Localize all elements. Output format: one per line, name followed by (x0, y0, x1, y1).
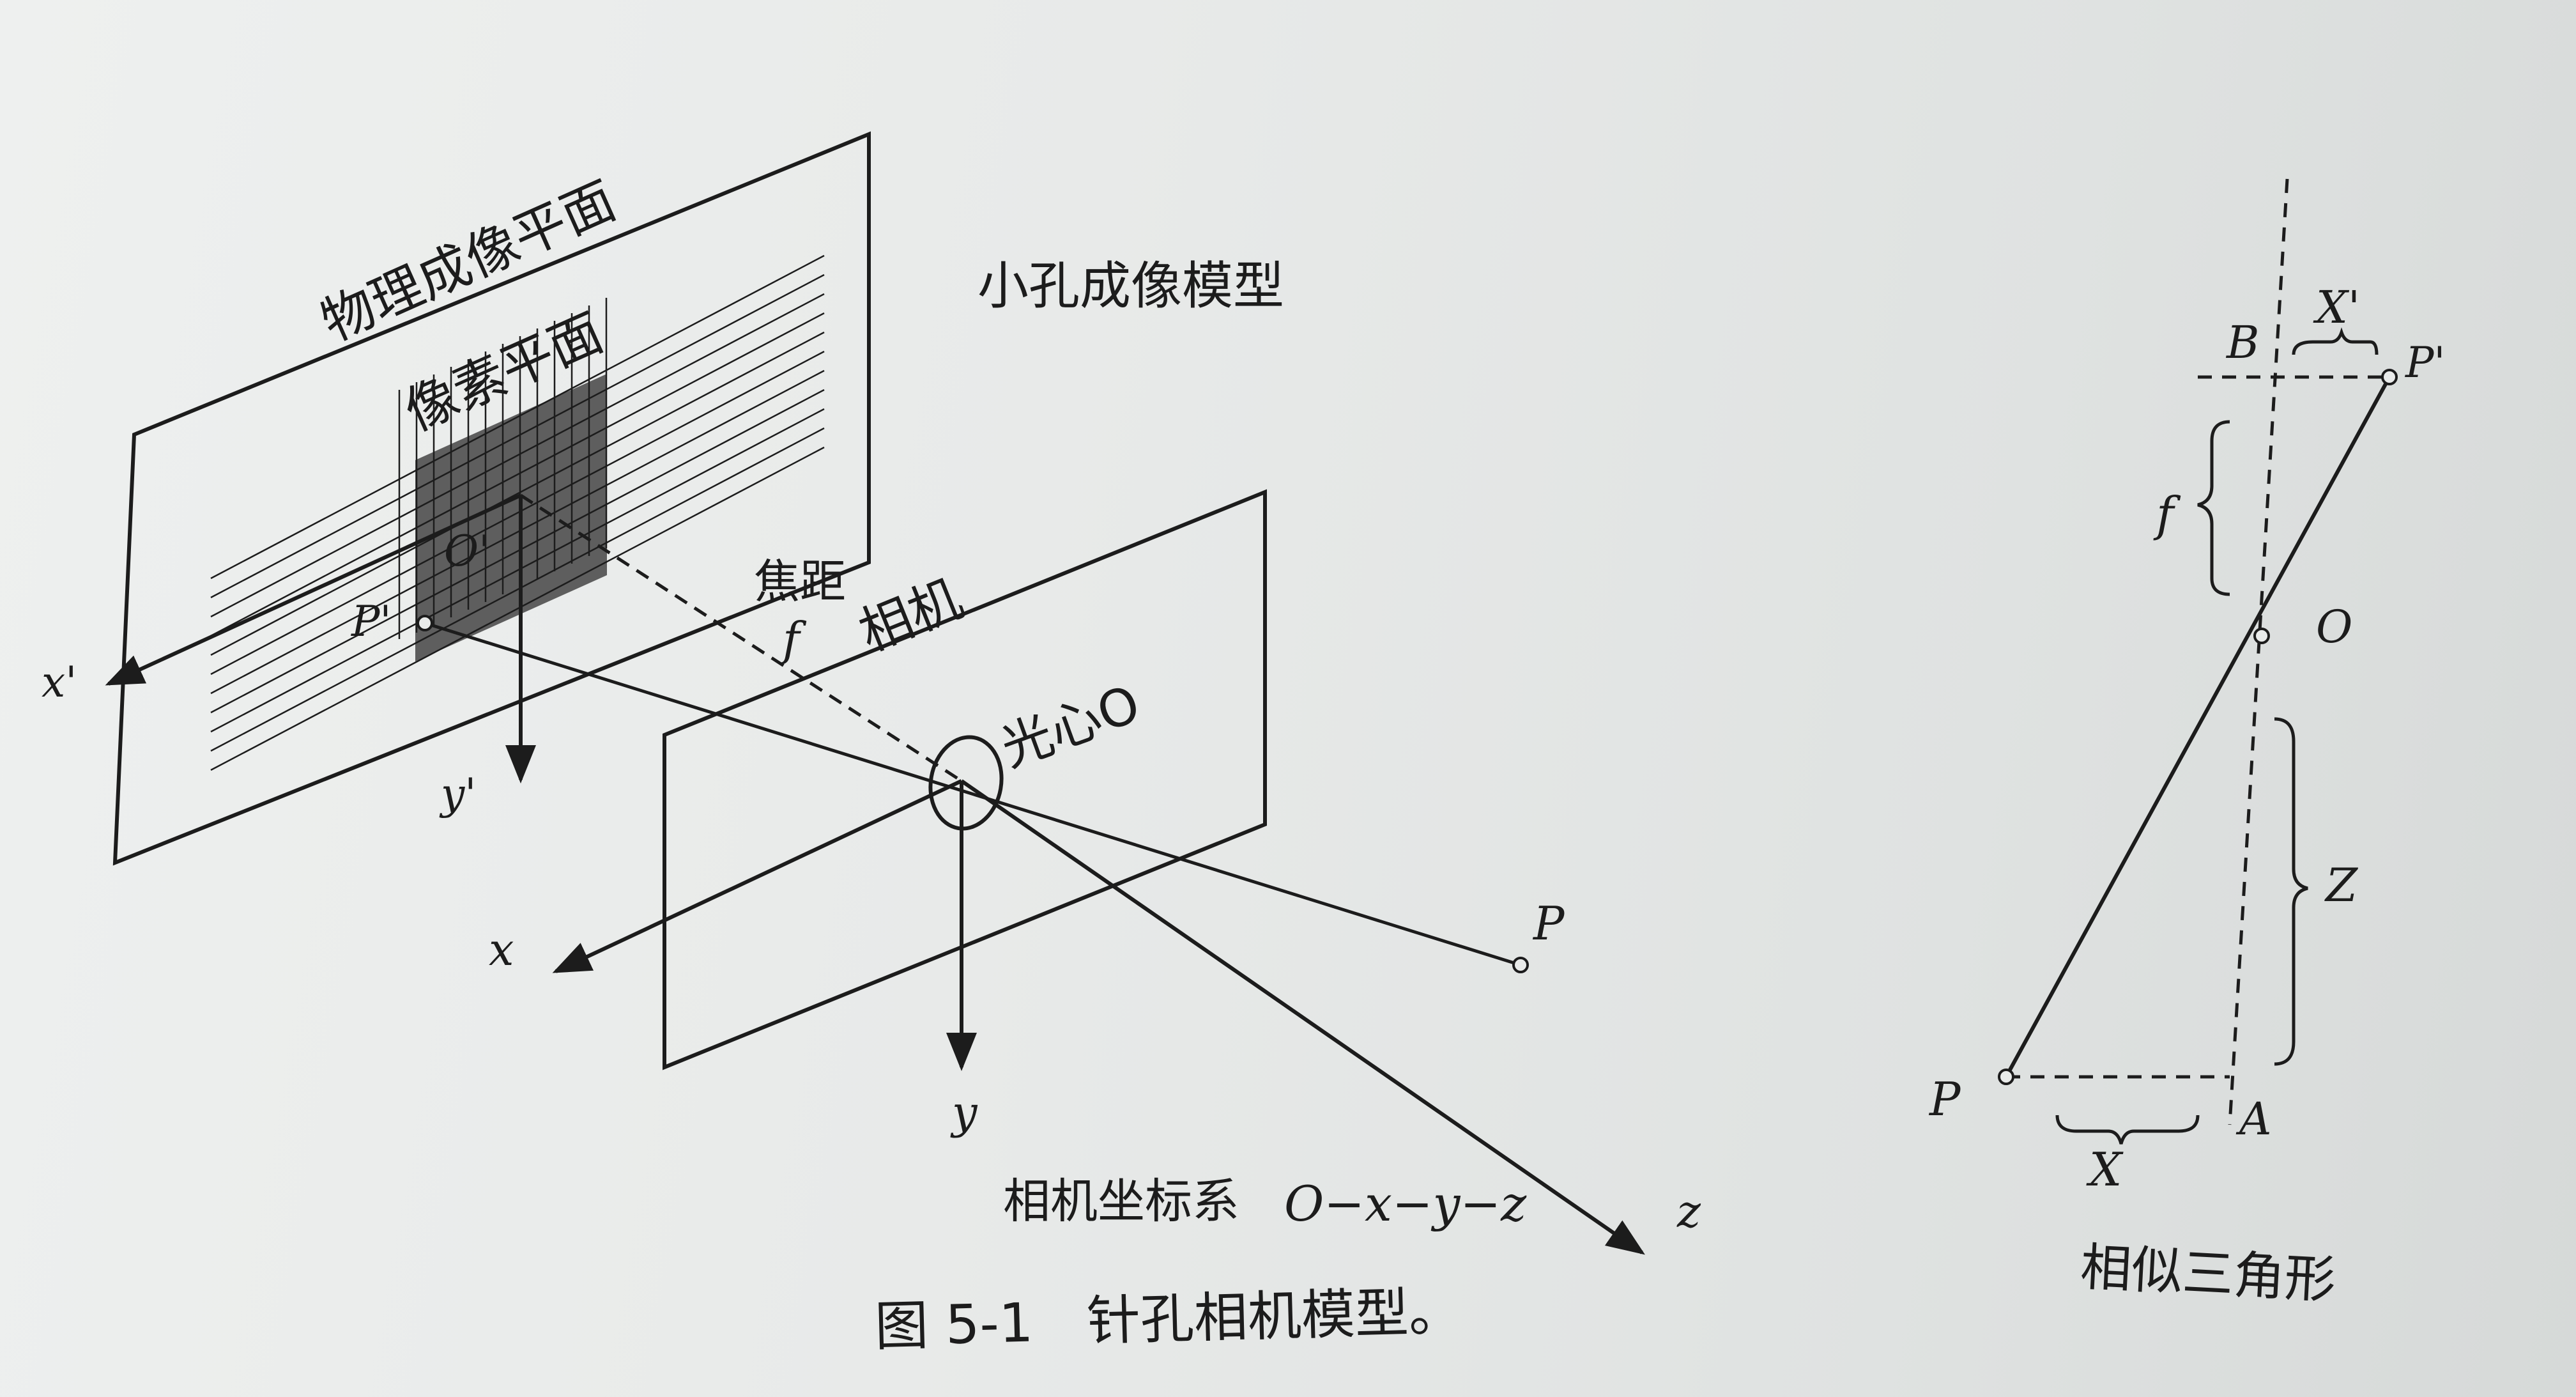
point-p-right (1998, 1069, 2014, 1085)
symbol-p-prime-right: P' (2405, 338, 2446, 387)
symbol-p-prime: P' (351, 597, 392, 646)
symbol-f-right: f (2153, 487, 2181, 542)
optical-axis (2228, 178, 2289, 1125)
pixel-grid-vertical (398, 298, 608, 639)
label-similar-triangles: 相似三角形 (2079, 1237, 2337, 1310)
focal-length-line (519, 493, 963, 783)
physical-image-plane (112, 131, 871, 866)
label-camera: 相机 (851, 568, 971, 664)
label-camera-coord-sys: 相机坐标系 (1003, 1174, 1239, 1229)
ray-p-to-p-prime (2004, 376, 2391, 1078)
symbol-x-right: X (2086, 1143, 2124, 1196)
symbol-y: y (950, 1086, 978, 1139)
point-o-right (2253, 628, 2270, 644)
pixel-grid-horizontal (210, 254, 825, 771)
optical-center-circle (928, 735, 1004, 831)
brace-z (2274, 717, 2308, 1066)
symbol-b: B (2225, 316, 2259, 369)
brace-f (2197, 420, 2230, 596)
symbol-f: f (779, 612, 807, 666)
label-optical-center: 光心O (993, 674, 1147, 778)
figure-caption: 图 5-1 针孔相机模型。 (874, 1280, 1463, 1358)
symbol-z-right: Z (2324, 858, 2359, 912)
brace-x-prime (2292, 327, 2379, 355)
symbol-a: A (2235, 1093, 2272, 1145)
symbol-p: P (1532, 897, 1565, 950)
symbol-x: x (489, 923, 514, 976)
symbol-x-prime-right: X' (2313, 281, 2360, 334)
brace-x (2055, 1115, 2200, 1145)
symbol-z: z (1676, 1185, 1701, 1238)
point-p (1512, 957, 1529, 973)
symbol-o-right: O (2316, 601, 2352, 653)
symbol-x-prime: x' (42, 658, 77, 707)
symbol-o-prime: O' (444, 527, 490, 576)
point-p-prime-right (2381, 369, 2398, 385)
label-pinhole-model: 小孔成像模型 (977, 256, 1284, 316)
label-focal-length: 焦距 (754, 555, 846, 608)
similar-triangles-diagram (1998, 178, 2398, 1145)
z-axis (960, 779, 1645, 1255)
point-p-prime (417, 615, 433, 631)
camera-plane (663, 489, 1267, 1070)
x-axis (552, 779, 963, 973)
projection-ray (424, 621, 1521, 967)
symbol-y-prime: y' (439, 769, 476, 819)
label-coord-expr: O−x−y−z (1284, 1175, 1527, 1232)
x-prime-axis (105, 493, 522, 686)
symbol-p-right: P (1928, 1072, 1961, 1126)
